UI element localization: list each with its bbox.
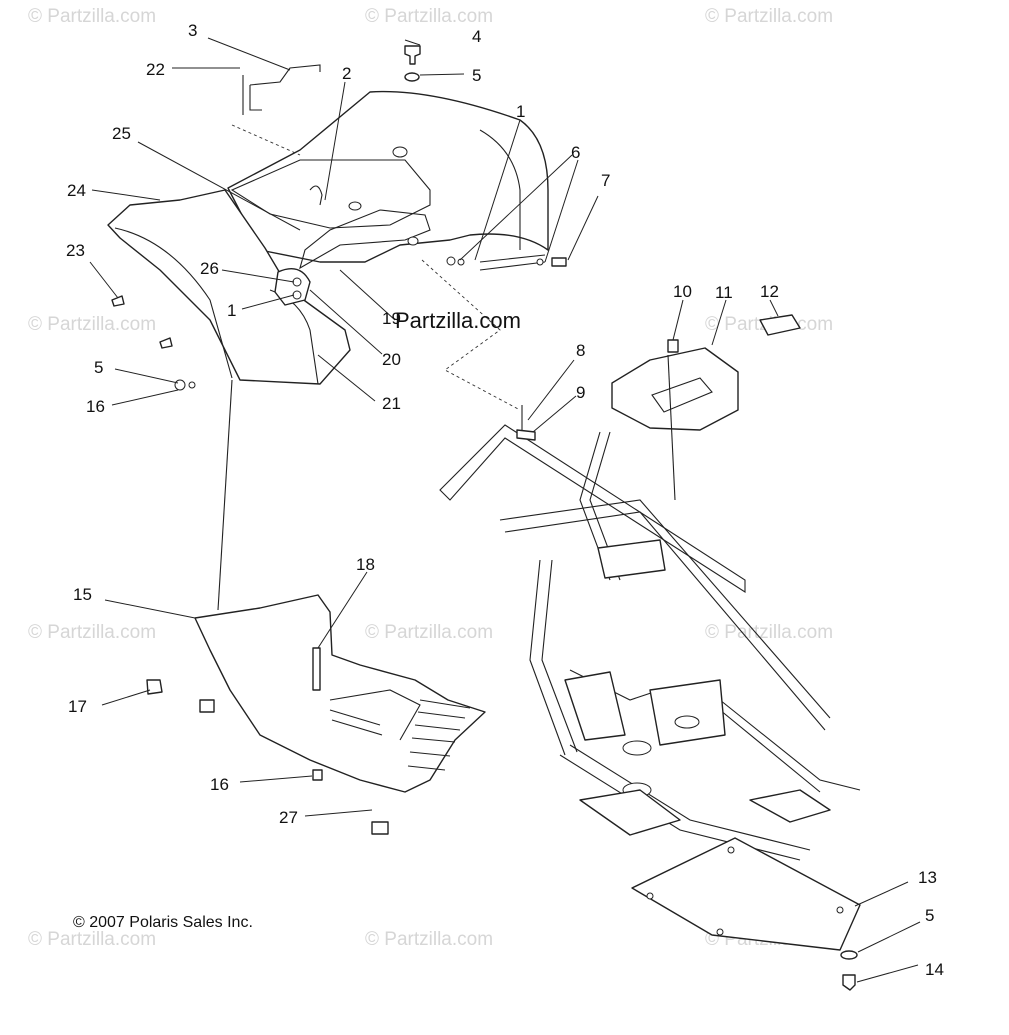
- callouts: 3 22 4 5 2 1 25 6 7 24 23 26 1 19 20 5 2…: [66, 21, 944, 979]
- callout-label: 16: [86, 397, 105, 416]
- callout-label: 6: [571, 143, 580, 162]
- callout-label: 15: [73, 585, 92, 604]
- watermark: © Partzilla.com: [28, 622, 156, 643]
- callout-label: 8: [576, 341, 585, 360]
- callout-label: 22: [146, 60, 165, 79]
- callout-label: 14: [925, 960, 944, 979]
- frame-assembly: [439, 314, 861, 991]
- callout-label: 3: [188, 21, 197, 40]
- callout-label: 7: [601, 171, 610, 190]
- watermark: © Partzilla.com: [705, 622, 833, 643]
- watermark: © Partzilla.com: [705, 6, 833, 27]
- watermark: © Partzilla.com: [28, 929, 156, 950]
- rear-fender-assembly: [107, 45, 567, 611]
- callout-label: 19: [382, 309, 401, 328]
- callout-label: 4: [472, 27, 481, 46]
- watermark: © Partzilla.com: [365, 622, 493, 643]
- watermark: © Partzilla.com: [28, 314, 156, 335]
- callout-label: 10: [673, 282, 692, 301]
- callout-label: 5: [94, 358, 103, 377]
- watermark: © Partzilla.com: [28, 6, 156, 27]
- callout-label: 26: [200, 259, 219, 278]
- callout-label: 23: [66, 241, 85, 260]
- brand-watermark: Partzilla.com: [395, 308, 521, 333]
- callout-label: 17: [68, 697, 87, 716]
- callout-label: 27: [279, 808, 298, 827]
- callout-label: 20: [382, 350, 401, 369]
- callout-label: 11: [715, 283, 733, 302]
- callout-label: 1: [227, 301, 236, 320]
- callout-label: 21: [382, 394, 401, 413]
- copyright-notice: © 2007 Polaris Sales Inc.: [73, 914, 253, 931]
- callout-label: 16: [210, 775, 229, 794]
- callout-label: 12: [760, 282, 779, 301]
- watermark: © Partzilla.com: [365, 6, 493, 27]
- callout-label: 24: [67, 181, 86, 200]
- callout-label: 5: [925, 906, 934, 925]
- callout-label: 25: [112, 124, 131, 143]
- callout-label: 13: [918, 868, 937, 887]
- callout-label: 9: [576, 383, 585, 402]
- callout-label: 2: [342, 64, 351, 83]
- callout-label: 18: [356, 555, 375, 574]
- leader-lines: [89, 37, 921, 983]
- callout-label: 1: [516, 102, 525, 121]
- footwell-guard: [146, 594, 486, 835]
- callout-label: 5: [472, 66, 481, 85]
- watermark: © Partzilla.com: [365, 929, 493, 950]
